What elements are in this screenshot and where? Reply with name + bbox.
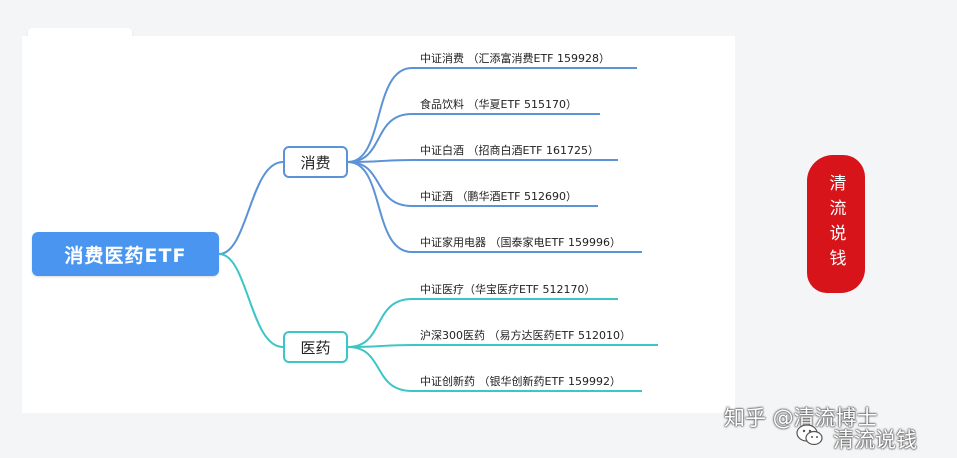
mindmap-canvas (22, 36, 735, 413)
leaf-underline (412, 390, 642, 392)
connector-yiyao-leaf-2 (347, 346, 413, 392)
leaf-underline (412, 344, 658, 346)
connector-root-yiyao (218, 253, 284, 348)
branch-label: 医药 (300, 338, 331, 357)
root-label: 消费医药ETF (64, 244, 187, 267)
connector-yiyao-leaf-0 (347, 298, 413, 348)
wechat-icon (796, 424, 823, 446)
connector-xiaofei-leaf-3 (347, 161, 413, 207)
leaf-node: 沪深300医药 （易方达医药ETF 512010） (420, 329, 631, 342)
leaf-underline (412, 205, 598, 207)
leaf-underline (412, 113, 600, 115)
branch-node-xiaofei: 消费 (283, 146, 348, 178)
seal-stamp: 清流说钱 (807, 155, 865, 293)
leaf-node: 中证创新药 （银华创新药ETF 159992） (420, 375, 621, 388)
watermark-account: 清流说钱 (833, 428, 917, 452)
connector-root-xiaofei (218, 161, 284, 255)
connector-xiaofei-leaf-0 (347, 67, 413, 163)
leaf-node: 中证酒 （鹏华酒ETF 512690） (420, 190, 577, 203)
leaf-node: 中证家用电器 （国泰家电ETF 159996） (420, 236, 621, 249)
leaf-node: 中证白酒 （招商白酒ETF 161725） (420, 144, 599, 157)
branch-label: 消费 (300, 153, 331, 172)
root-node: 消费医药ETF (32, 232, 219, 276)
connector-xiaofei-leaf-1 (347, 113, 413, 163)
leaf-node: 食品饮料 （华夏ETF 515170） (420, 98, 577, 111)
leaf-underline (412, 298, 618, 300)
leaf-underline (412, 251, 642, 253)
seal-text: 清流说钱 (825, 174, 846, 274)
connector-xiaofei-leaf-4 (347, 161, 413, 253)
branch-node-yiyao: 医药 (283, 331, 348, 363)
leaf-underline (412, 159, 618, 161)
leaf-node: 中证医疗（华宝医疗ETF 512170） (420, 283, 596, 296)
leaf-node: 中证消费 （汇添富消费ETF 159928） (420, 52, 610, 65)
leaf-underline (412, 67, 637, 69)
